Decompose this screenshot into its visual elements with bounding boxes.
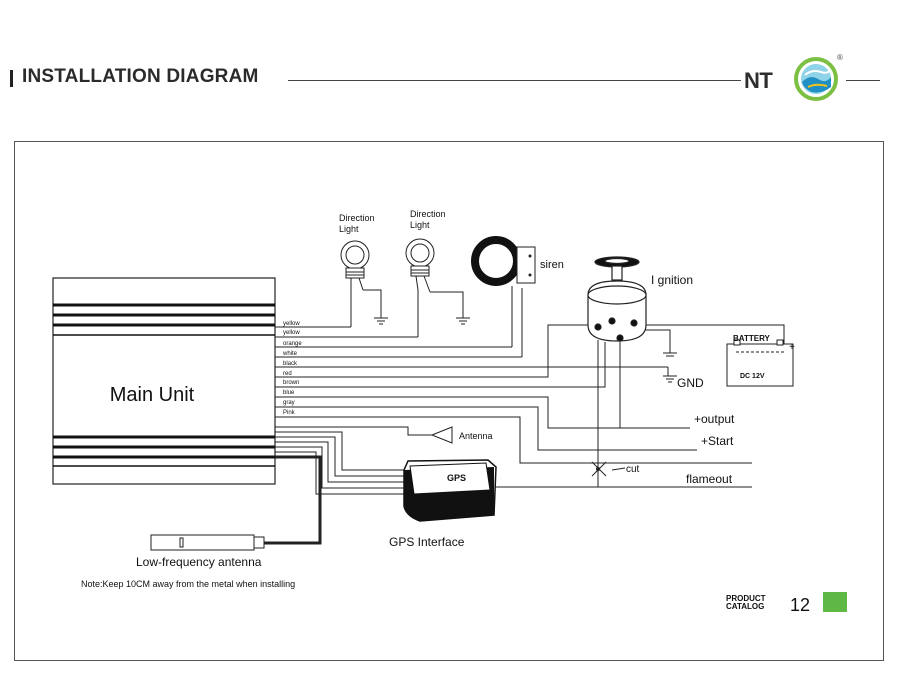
output-label: +output — [694, 412, 735, 426]
gps-interface-label: GPS Interface — [389, 535, 465, 549]
battery-label: BATTERY — [733, 334, 771, 343]
main-unit-label: Main Unit — [110, 384, 195, 406]
direction-light-2-label-line1: Direction — [410, 209, 446, 219]
battery-plus-label: + — [789, 342, 795, 353]
low-frequency-antenna-icon — [150, 534, 265, 551]
flameout-label: flameout — [686, 472, 733, 486]
direction-light-2-label-line2: Light — [410, 220, 430, 230]
diagram-frame — [14, 141, 884, 661]
page-title: INSTALLATION DIAGRAM — [22, 66, 259, 87]
wire-label-yellow-2: yellow — [283, 330, 300, 336]
antenna-icon — [430, 426, 453, 444]
gps-label: GPS — [447, 473, 466, 483]
catalog-label-line2: CATALOG — [726, 602, 764, 611]
siren-label: siren — [540, 259, 564, 271]
installation-note: Note:Keep 10CM away from the metal when … — [81, 579, 295, 589]
gnd-label: GND — [677, 376, 704, 390]
direction-light-icon-1 — [340, 240, 370, 291]
direction-light-icon-2 — [405, 238, 435, 293]
wire-label-brown: brown — [283, 380, 299, 386]
wire-label-black: black — [283, 361, 298, 367]
cut-label: cut — [626, 464, 640, 475]
battery-voltage-label: DC 12V — [740, 373, 765, 380]
lf-antenna-label: Low-frequency antenna — [136, 555, 262, 569]
cut-icon — [591, 461, 626, 477]
registered-mark: ® — [837, 53, 843, 62]
wire-label-orange: orange — [283, 341, 302, 347]
direction-light-1-label-line2: Light — [339, 224, 359, 234]
ground-symbols — [363, 289, 677, 383]
wire-labels: yellow yellow orange white black red bro… — [282, 321, 302, 416]
ignition-switch-icon — [587, 256, 647, 342]
header-accent-bar — [10, 70, 13, 87]
main-unit: Main Unit — [52, 277, 276, 485]
catalog-label-line1: PRODUCT — [726, 594, 766, 603]
gps-module-icon — [403, 459, 497, 522]
page-number: 12 — [790, 595, 810, 615]
ignition-label: I gnition — [651, 273, 693, 287]
wire-label-pink: Pink — [283, 410, 296, 416]
wire-label-white: white — [282, 351, 298, 357]
wire-label-gray: gray — [283, 400, 295, 406]
direction-light-1-label-line1: Direction — [339, 213, 375, 223]
wiring — [264, 286, 785, 545]
start-label: +Start — [701, 434, 734, 448]
catalog-color-swatch — [823, 592, 847, 612]
battery-icon — [726, 339, 794, 387]
wire-label-yellow-1: yellow — [283, 321, 300, 327]
brand-logo-text: NT — [744, 68, 773, 93]
header-divider-right — [846, 80, 880, 81]
antenna-label: Antenna — [459, 431, 493, 441]
siren-icon — [471, 236, 536, 286]
header-divider — [288, 80, 741, 81]
wire-label-blue: blue — [283, 390, 295, 396]
wire-label-red: red — [283, 371, 292, 377]
brand-logo-icon — [794, 57, 838, 101]
